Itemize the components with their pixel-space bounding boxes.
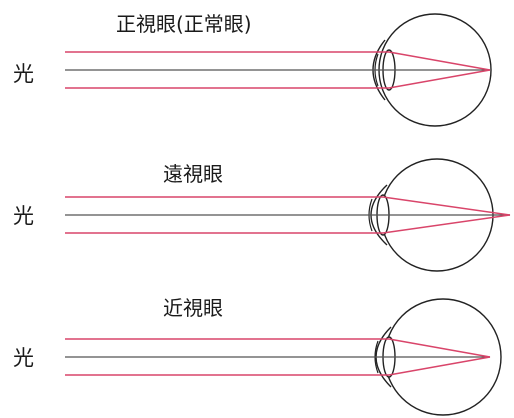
light-label-hyperopia: 光 bbox=[13, 204, 34, 228]
refracted-ray-top bbox=[382, 196, 511, 216]
refracted-ray-bottom bbox=[382, 214, 511, 234]
refracted-ray-top bbox=[388, 51, 491, 71]
panel-title-hyperopia: 遠視眼 bbox=[163, 162, 223, 186]
refracted-ray-top bbox=[388, 338, 491, 358]
light-label-myopia: 光 bbox=[13, 346, 34, 370]
light-label-normal: 光 bbox=[13, 62, 34, 86]
eye-panel-normal bbox=[65, 13, 492, 127]
panel-title-myopia: 近視眼 bbox=[163, 296, 223, 320]
eye-panel-myopia bbox=[65, 298, 502, 416]
refracted-ray-bottom bbox=[388, 69, 491, 89]
eye-panel-hyperopia bbox=[65, 158, 511, 272]
panel-title-normal: 正視眼(正常眼) bbox=[116, 12, 252, 36]
refracted-ray-bottom bbox=[388, 356, 491, 376]
